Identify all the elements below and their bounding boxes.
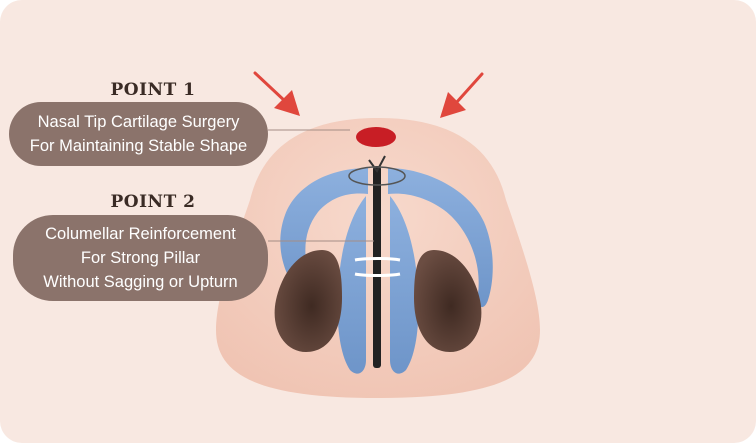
left-nostril bbox=[274, 250, 342, 352]
point2-line-2: For Strong Pillar bbox=[80, 249, 201, 267]
point1-callout: Nasal Tip Cartilage Surgery For Maintain… bbox=[9, 102, 268, 166]
right-medial-crus bbox=[390, 196, 419, 374]
point2-title: POINT 2 bbox=[110, 192, 196, 212]
point1-line-2: For Maintaining Stable Shape bbox=[29, 137, 248, 155]
left-medial-crus bbox=[337, 196, 366, 374]
point1-title: POINT 1 bbox=[110, 80, 196, 100]
point2-line-3: Without Sagging or Upturn bbox=[43, 273, 238, 291]
columellar-strut bbox=[373, 166, 381, 368]
point2-line-1: Columellar Reinforcement bbox=[45, 225, 236, 243]
right-arrow bbox=[440, 72, 484, 118]
tip-suture-ring bbox=[348, 166, 406, 186]
right-nostril bbox=[414, 250, 482, 352]
strut-suture-top bbox=[354, 257, 401, 262]
right-cartilage bbox=[388, 168, 493, 308]
strut-suture-bottom bbox=[354, 272, 401, 277]
point1-line-1: Nasal Tip Cartilage Surgery bbox=[37, 113, 240, 131]
tip-suture bbox=[368, 155, 386, 173]
tip-marker bbox=[356, 127, 396, 147]
point2-callout: Columellar Reinforcement For Strong Pill… bbox=[13, 215, 268, 301]
left-arrow bbox=[253, 71, 300, 116]
